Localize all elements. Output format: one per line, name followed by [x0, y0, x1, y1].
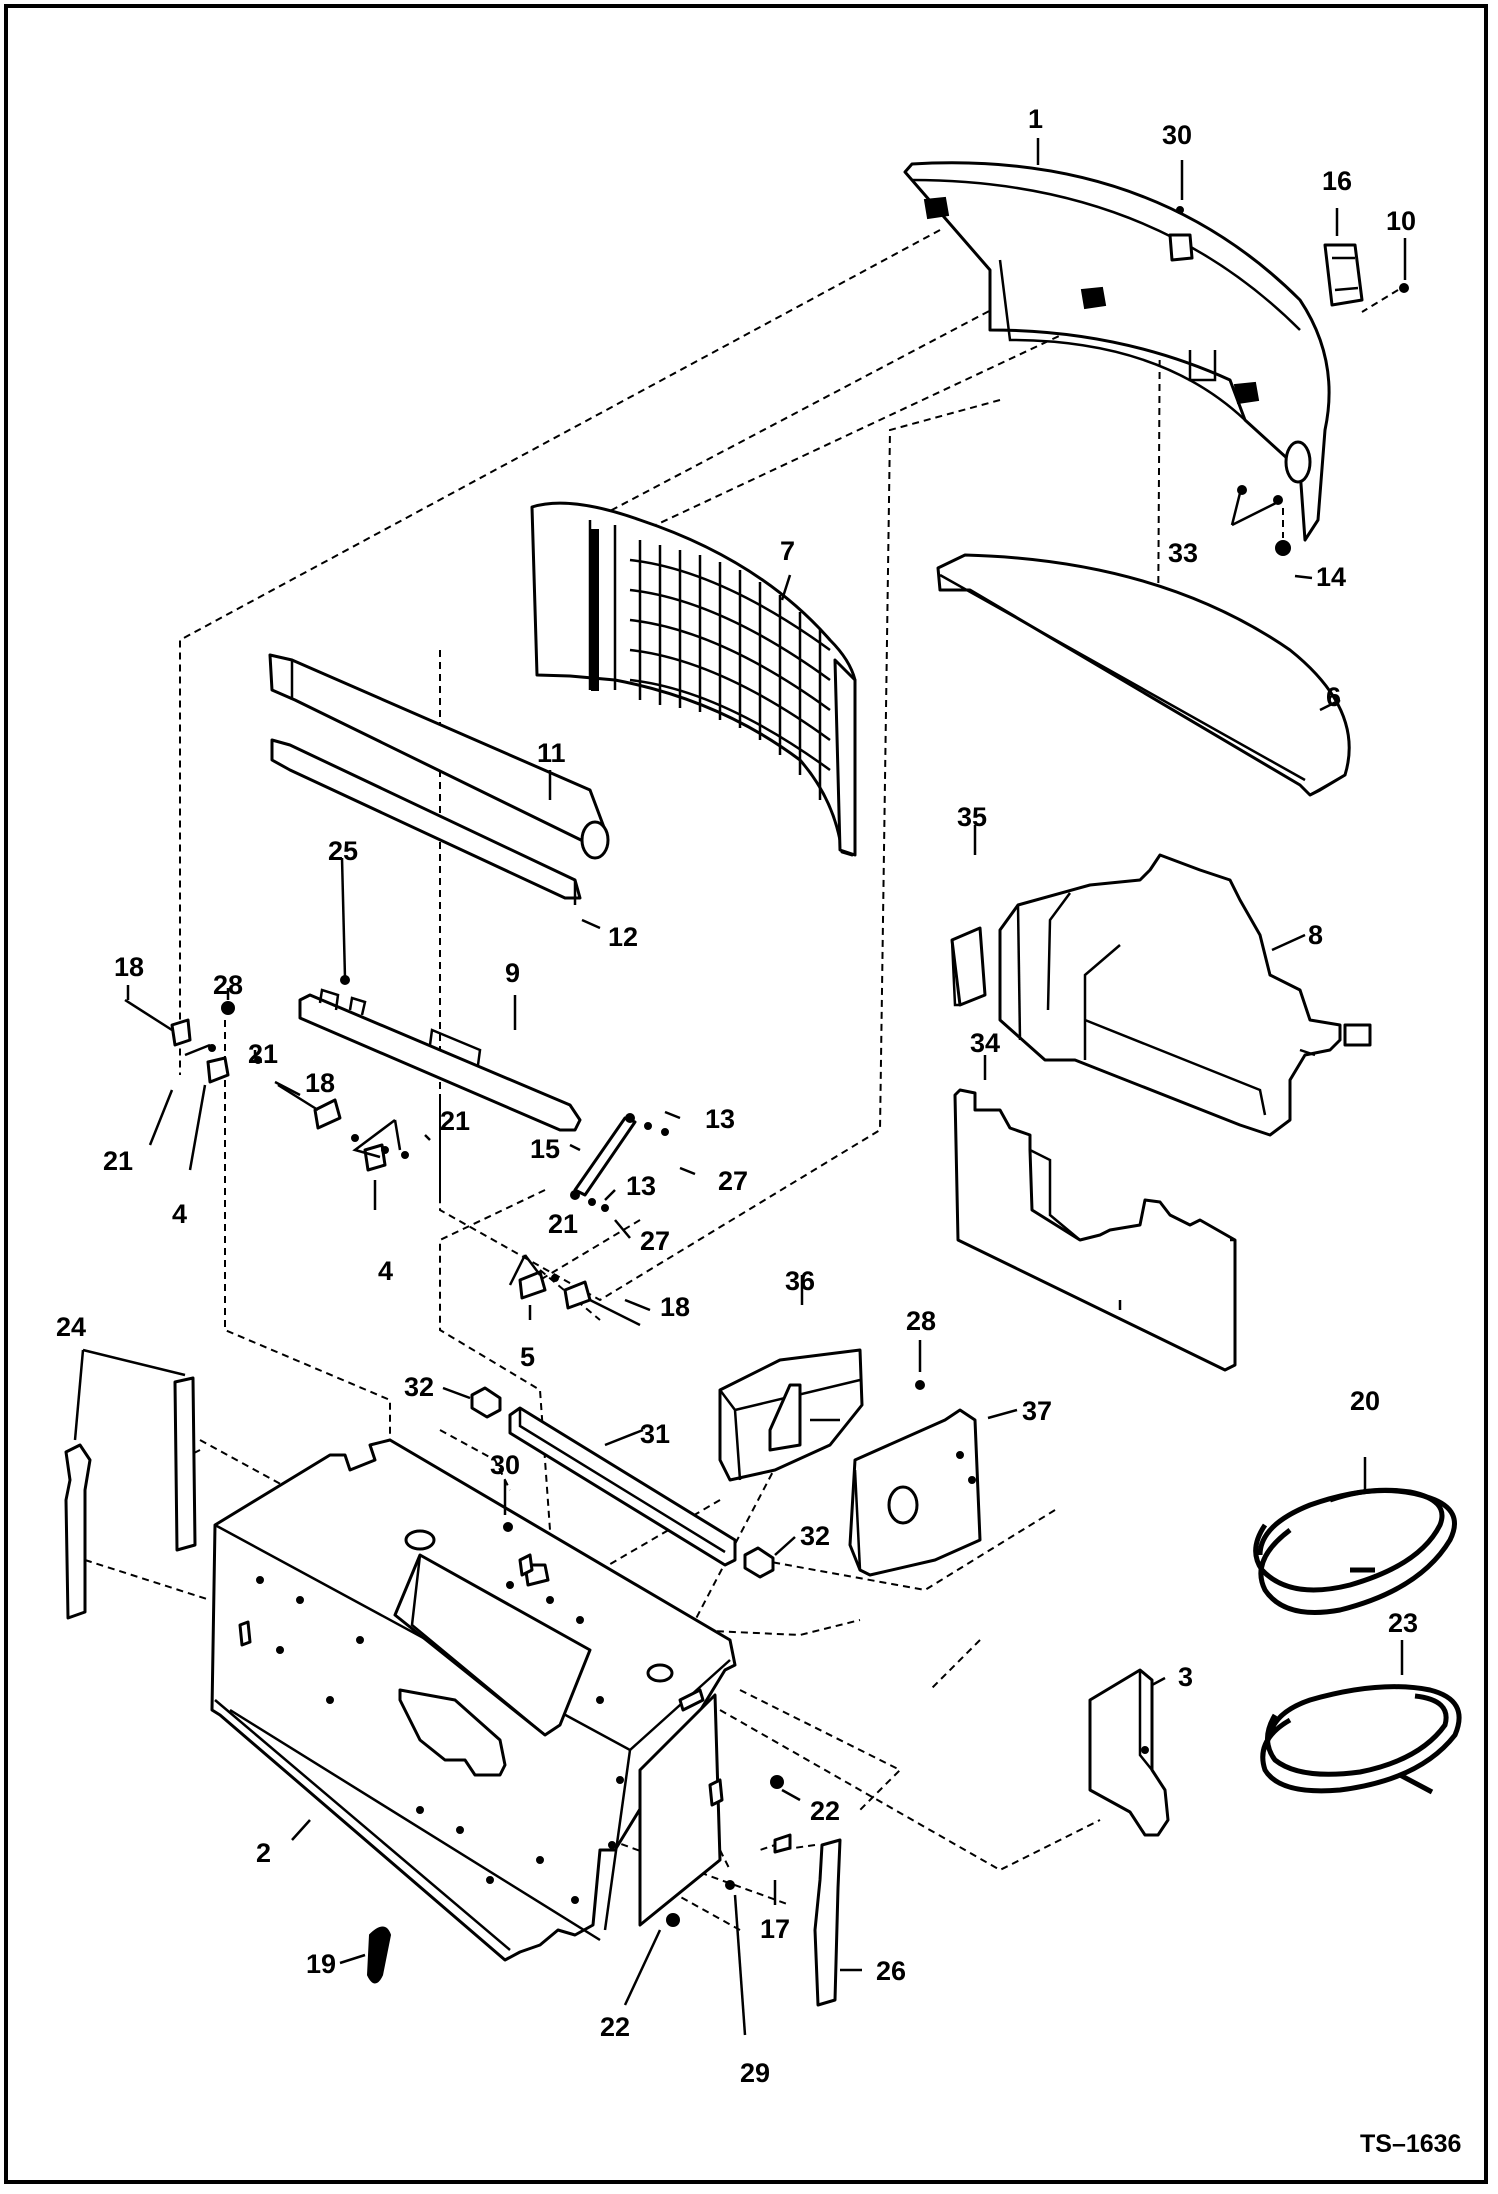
callout-13-lower: 13 [626, 1171, 656, 1201]
callout-8: 8 [1308, 920, 1323, 950]
leader-lines [73, 138, 1407, 2036]
radiator-screen [530, 501, 857, 857]
small-foam-piece [950, 926, 987, 1007]
callout-28-left: 28 [213, 970, 243, 1000]
hinge-lower-middle [518, 1270, 641, 1327]
latch [1323, 243, 1409, 313]
callout-29: 29 [740, 2058, 770, 2088]
callout-12: 12 [608, 922, 638, 952]
callout-22-right: 22 [810, 1796, 840, 1826]
callout-32-upper: 32 [404, 1372, 434, 1402]
callout-13-upper: 13 [705, 1104, 735, 1134]
callout-35: 35 [957, 802, 987, 832]
callout-26: 26 [876, 1956, 906, 1986]
insulation-sheet [953, 1088, 1237, 1372]
callout-4-right: 4 [378, 1256, 393, 1286]
hood-insulation-panel [936, 553, 1351, 797]
hood-cover [903, 161, 1331, 542]
misc-fasteners [366, 1380, 925, 1984]
trim-strip-left-tall [173, 1376, 197, 1552]
callout-37: 37 [1022, 1396, 1052, 1426]
callout-15: 15 [530, 1134, 560, 1164]
callout-21-a: 21 [248, 1039, 278, 1069]
side-bracket [1088, 1668, 1170, 1837]
callout-23: 23 [1388, 1608, 1418, 1638]
lower-baffle [270, 738, 582, 905]
callout-32-lower: 32 [800, 1521, 830, 1551]
callout-24: 24 [56, 1312, 86, 1342]
callout-27-lower: 27 [640, 1226, 670, 1256]
callout-30-upper: 30 [1162, 120, 1192, 150]
callout-labels: 1 30 16 10 33 14 7 6 11 12 25 9 35 8 34 … [56, 104, 1418, 2088]
callout-9: 9 [505, 958, 520, 988]
callout-20: 20 [1350, 1386, 1380, 1416]
callout-17: 17 [760, 1914, 790, 1944]
callout-18-middle: 18 [305, 1068, 335, 1098]
callout-21-d: 21 [548, 1209, 578, 1239]
seal-coil-lower [1260, 1684, 1462, 1795]
callout-28-right: 28 [906, 1306, 936, 1336]
callout-4-left: 4 [172, 1199, 187, 1229]
trim-strip-left-bent [64, 1443, 92, 1620]
callout-5: 5 [520, 1342, 535, 1372]
callout-34: 34 [970, 1028, 1000, 1058]
callout-3: 3 [1178, 1662, 1193, 1692]
callout-25: 25 [328, 836, 358, 866]
callout-18-left: 18 [114, 952, 144, 982]
seal-coil-upper [1253, 1487, 1457, 1615]
callout-31: 31 [640, 1419, 670, 1449]
callout-18-right: 18 [660, 1292, 690, 1322]
access-panel [848, 1408, 982, 1577]
callout-33: 33 [1168, 538, 1198, 568]
callout-11: 11 [537, 738, 566, 768]
trim-strip-right-bent [813, 1838, 842, 2007]
callout-14: 14 [1316, 562, 1346, 592]
hinge-upper-left [124, 998, 262, 1084]
main-enclosure [210, 1438, 737, 1962]
callout-21-b: 21 [440, 1106, 470, 1136]
spacer-block-lower [743, 1546, 775, 1579]
callout-19: 19 [306, 1949, 336, 1979]
callout-21-c: 21 [103, 1146, 133, 1176]
callout-36: 36 [785, 1266, 815, 1296]
callout-1: 1 [1028, 104, 1043, 134]
support-bar [508, 1406, 737, 1567]
callout-30-lower: 30 [490, 1450, 520, 1480]
drawing-reference-code: TS–1636 [1360, 2130, 1461, 2158]
callout-6: 6 [1326, 682, 1341, 712]
callout-27-upper: 27 [718, 1166, 748, 1196]
upper-baffle [268, 653, 610, 860]
prop-rod [570, 1113, 669, 1212]
bracket-plate [298, 975, 582, 1132]
callout-10: 10 [1386, 206, 1416, 236]
diagram-border [4, 4, 1488, 2184]
spacer-block-upper [470, 1386, 502, 1419]
callout-16: 16 [1322, 166, 1352, 196]
foam-insulation-block [998, 853, 1372, 1137]
callout-7: 7 [780, 536, 795, 566]
screen-mesh [629, 540, 831, 800]
callout-22-bottom: 22 [600, 2012, 630, 2042]
foam-side-block [718, 1348, 864, 1482]
callout-2: 2 [256, 1838, 271, 1868]
hinge-upper-middle [277, 1083, 409, 1172]
